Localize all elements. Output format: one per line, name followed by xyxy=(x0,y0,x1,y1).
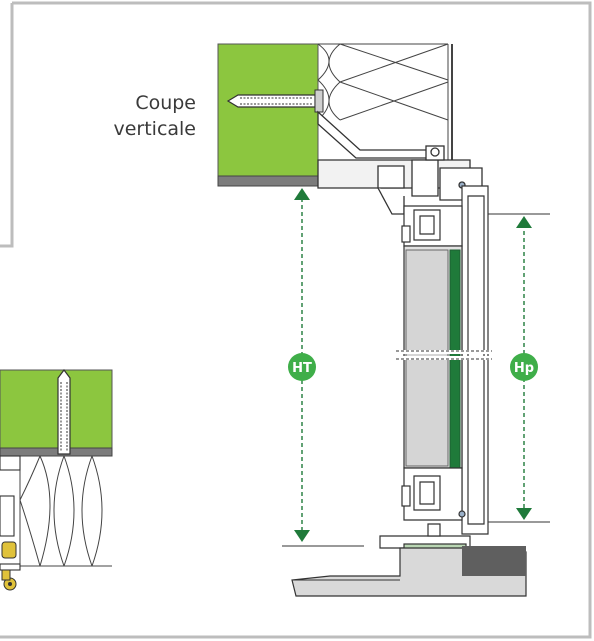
hp-label: Hp xyxy=(514,361,534,376)
sill-block xyxy=(291,546,527,597)
caption-line-1: Coupe xyxy=(135,92,196,114)
anchor-screw-top xyxy=(226,89,324,113)
dimension-hp: Hp xyxy=(488,213,550,523)
dark-support-block xyxy=(462,546,526,576)
insulation-board-top xyxy=(217,43,319,187)
lintel-assembly xyxy=(217,43,483,215)
anchor-screw-left xyxy=(57,369,71,455)
hp-badge xyxy=(510,353,538,381)
hinge-hardware xyxy=(1,541,17,591)
mineral-wool-left xyxy=(19,455,112,567)
ht-label: HT xyxy=(292,361,312,376)
dimension-ht: HT xyxy=(282,188,364,547)
partial-section-left xyxy=(0,369,113,591)
section-caption: Coupe verticale xyxy=(113,90,196,142)
caption-line-2: verticale xyxy=(113,118,196,140)
sash-assembly xyxy=(379,185,492,551)
ht-badge xyxy=(288,353,316,381)
mineral-wool-top xyxy=(317,43,453,160)
insulation-board-left xyxy=(0,369,113,449)
